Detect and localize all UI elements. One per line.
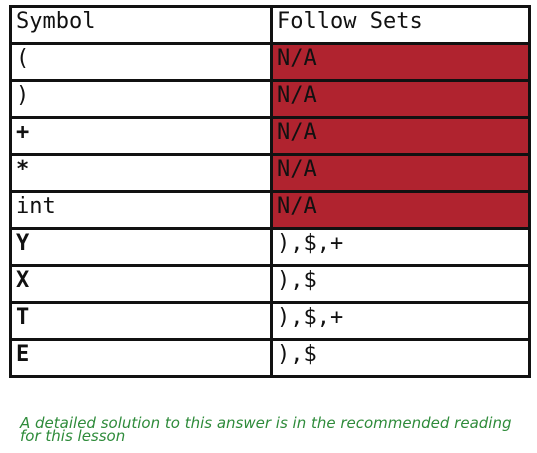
- follow-cell-na: N/A: [270, 42, 531, 82]
- table-row: X ),$: [9, 264, 531, 304]
- follow-cell-set: ),$: [270, 264, 531, 304]
- symbol-cell: *: [9, 153, 273, 193]
- follow-cell-na: N/A: [270, 79, 531, 119]
- table-row: ( N/A: [9, 42, 531, 82]
- table-row: ) N/A: [9, 79, 531, 119]
- table-row: int N/A: [9, 190, 531, 230]
- symbol-cell: (: [9, 42, 273, 82]
- table-row: * N/A: [9, 153, 531, 193]
- header-symbol: Symbol: [9, 5, 273, 45]
- symbol-cell: int: [9, 190, 273, 230]
- follow-cell-set: ),$,+: [270, 227, 531, 267]
- follow-cell-na: N/A: [270, 190, 531, 230]
- follow-cell-na: N/A: [270, 153, 531, 193]
- footnote: A detailed solution to this answer is in…: [20, 414, 512, 445]
- follow-cell-na: N/A: [270, 116, 531, 156]
- follow-cell-set: ),$,+: [270, 301, 531, 341]
- symbol-cell: E: [9, 338, 273, 378]
- table-row: + N/A: [9, 116, 531, 156]
- symbol-cell: Y: [9, 227, 273, 267]
- table-row: T ),$,+: [9, 301, 531, 341]
- symbol-cell: +: [9, 116, 273, 156]
- follow-cell-set: ),$: [270, 338, 531, 378]
- symbol-cell: ): [9, 79, 273, 119]
- symbol-cell: T: [9, 301, 273, 341]
- symbol-cell: X: [9, 264, 273, 304]
- follow-sets-table: Symbol Follow Sets ( N/A ) N/A + N/A * N…: [9, 5, 531, 378]
- table-header-row: Symbol Follow Sets: [9, 5, 531, 45]
- header-follow-sets: Follow Sets: [270, 5, 531, 45]
- table-row: E ),$: [9, 338, 531, 378]
- table-row: Y ),$,+: [9, 227, 531, 267]
